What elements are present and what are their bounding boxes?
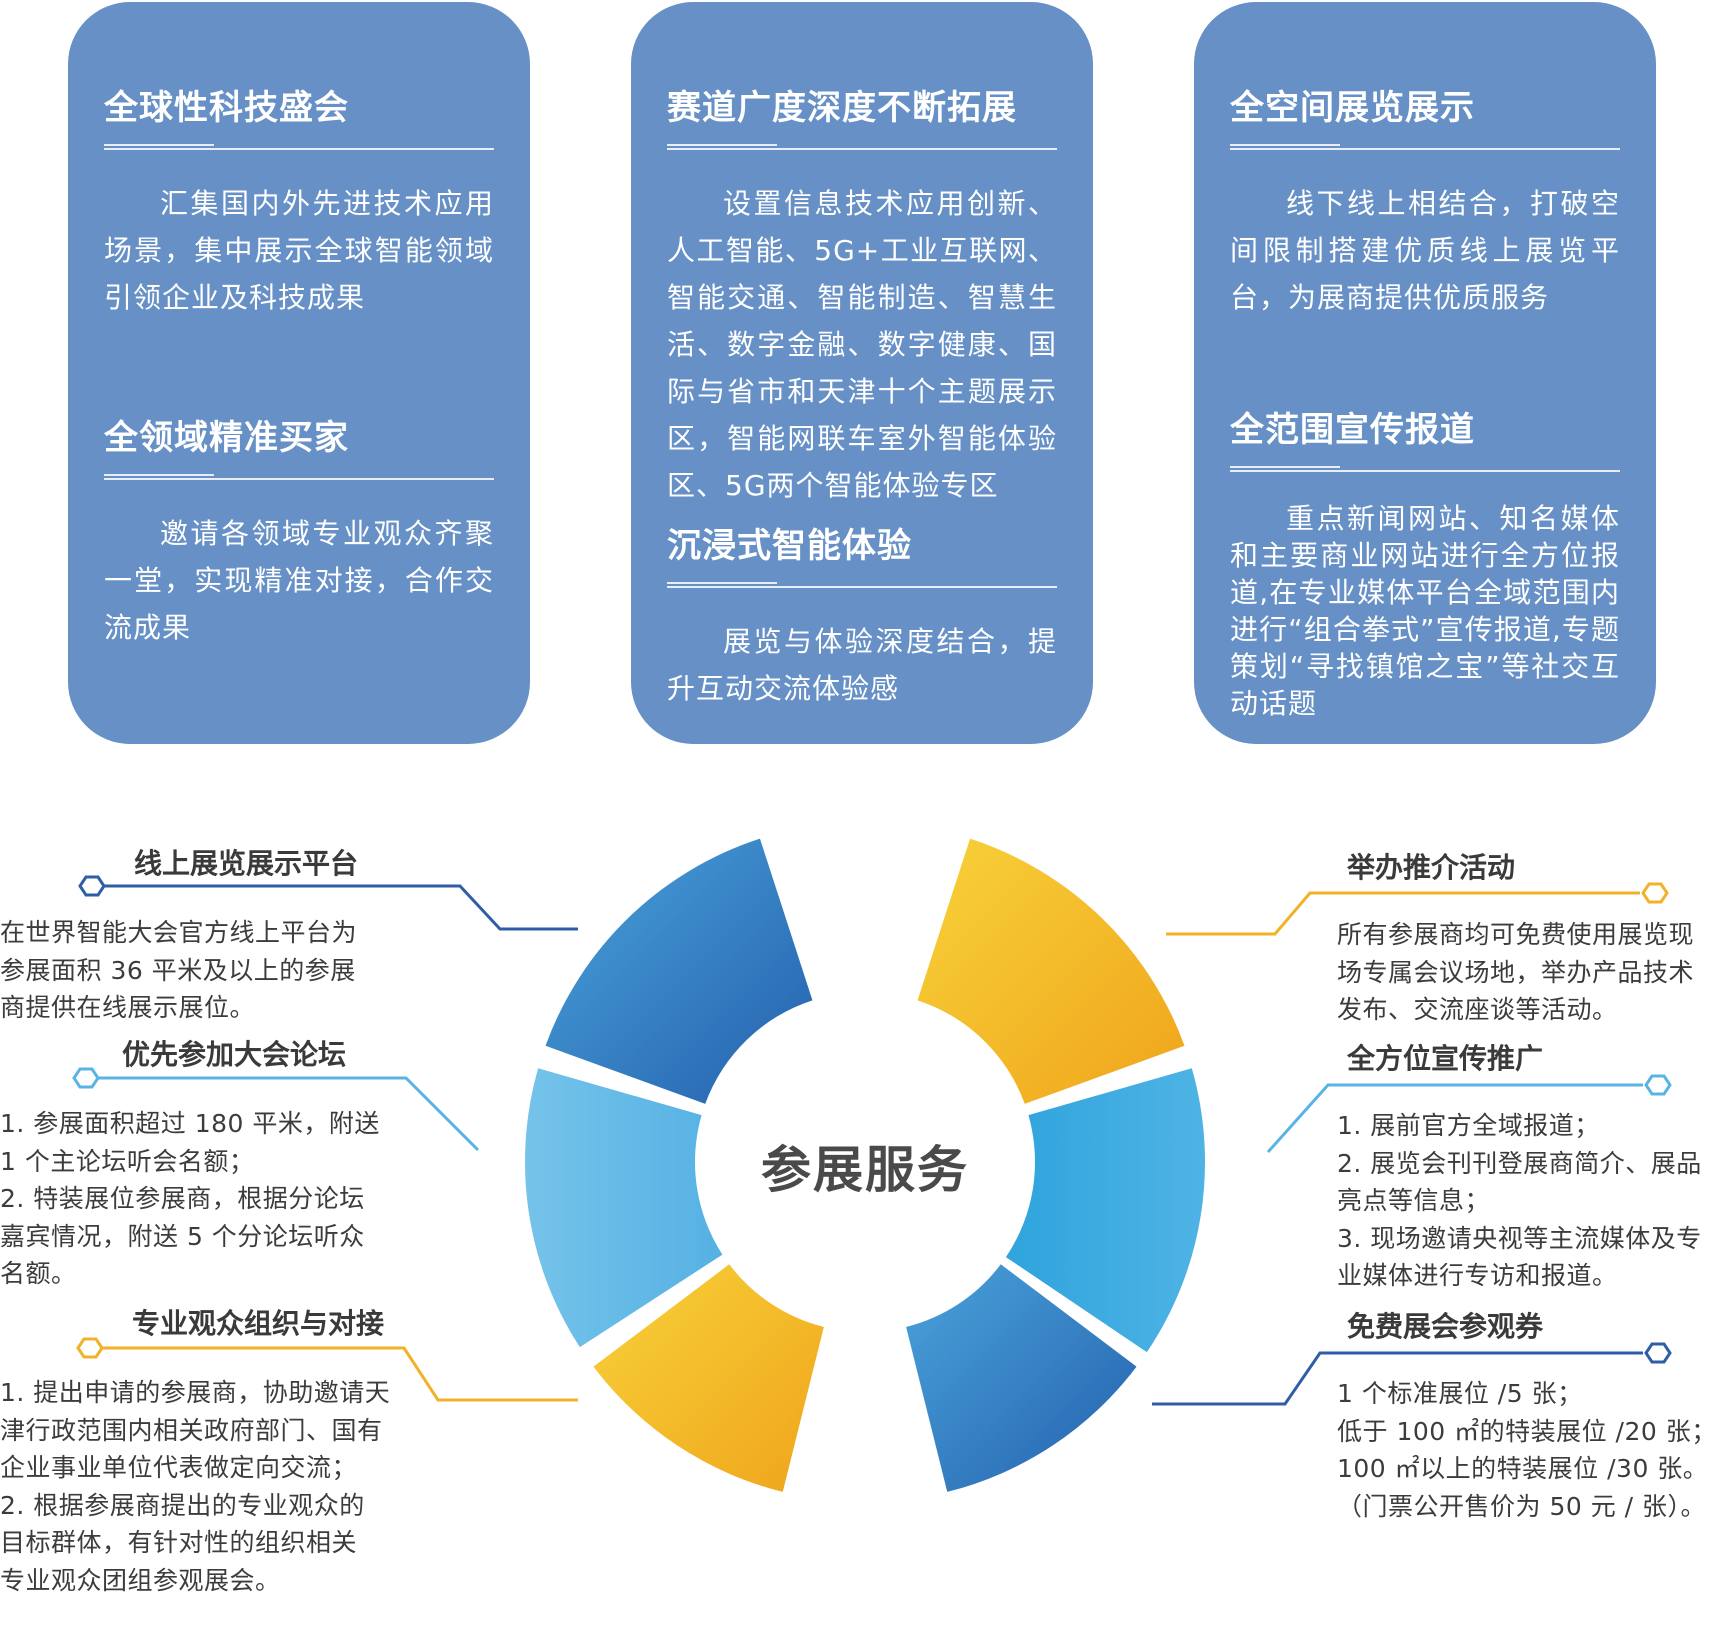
hexagon-marker <box>78 875 106 897</box>
service-item-online-platform: 线上展览展示平台 在世界智能大会官方线上平台为 参展面积 36 平米及以上的参展… <box>0 842 358 1027</box>
connector-line <box>1152 1351 1643 1406</box>
item-title: 全方位宣传推广 <box>1347 1042 1544 1075</box>
center-title: 参展服务 <box>761 1141 969 1199</box>
item-description: 1. 参展面积超过 180 平米，附送 1 个主论坛听会名额； 2. 特装展位参… <box>0 1109 380 1288</box>
hexagon-marker <box>76 1337 104 1359</box>
ring-segment-yellow-right <box>917 838 1185 1104</box>
card-block: 全球性科技盛会 汇集国内外先进技术应用场景，集中展示全球智能领域引领企业及科技成… <box>104 86 494 321</box>
item-description: 1 个标准展位 /5 张； 低于 100 ㎡的特装展位 /20 张； 100 ㎡… <box>1337 1379 1717 1521</box>
connector-line <box>95 884 578 931</box>
hexagon-marker <box>1641 882 1669 904</box>
item-description: 所有参展商均可免费使用展览现 场专属会议场地，举办产品技术 发布、交流座谈等活动… <box>1337 920 1695 1024</box>
item-description: 在世界智能大会官方线上平台为 参展面积 36 平米及以上的参展 商提供在线展示展… <box>0 918 358 1022</box>
item-title: 免费展会参观券 <box>1347 1310 1544 1343</box>
hexagon-marker <box>1644 1074 1672 1096</box>
ring-segment-dark-blue-right <box>906 1264 1137 1492</box>
hexagon-marker <box>72 1067 100 1089</box>
title-divider <box>104 474 494 480</box>
title-divider <box>104 144 494 150</box>
card-text: 设置信息技术应用创新、人工智能、5G+工业互联网、智能交通、智能制造、智慧生活、… <box>667 187 1057 502</box>
item-title: 举办推介活动 <box>1347 851 1516 884</box>
card-block: 全范围宣传报道 重点新闻网站、知名媒体和主要商业网站进行全方位报道,在专业媒体平… <box>1230 408 1620 722</box>
card-block: 沉浸式智能体验 展览与体验深度结合，提升互动交流体验感 <box>667 524 1057 712</box>
title-divider <box>667 582 1057 588</box>
item-title: 优先参加大会论坛 <box>122 1038 347 1071</box>
card-text: 展览与体验深度结合，提升互动交流体验感 <box>667 625 1057 705</box>
card-title: 全空间展览展示 <box>1230 88 1475 128</box>
card-title: 全球性科技盛会 <box>104 88 349 128</box>
connector-line <box>1166 891 1640 936</box>
card-title: 全范围宣传报道 <box>1230 410 1475 450</box>
card-title: 全领域精准买家 <box>104 418 349 458</box>
card-3: 全空间展览展示 线下线上相结合，打破空间限制搭建优质线上展览平台，为展商提供优质… <box>1194 2 1656 744</box>
item-title: 线上展览展示平台 <box>134 847 359 880</box>
service-item-audience: 专业观众组织与对接 1. 提出申请的参展商，协助邀请天 津行政范围内相关政府部门… <box>0 1302 390 1599</box>
title-divider <box>667 144 1057 150</box>
ring-segment-blue-right <box>1005 1068 1206 1353</box>
ring-segment-dark-blue-left <box>545 838 813 1104</box>
card-1: 全球性科技盛会 汇集国内外先进技术应用场景，集中展示全球智能领域引领企业及科技成… <box>68 2 530 744</box>
card-text: 线下线上相结合，打破空间限制搭建优质线上展览平台，为展商提供优质服务 <box>1230 187 1620 314</box>
service-item-promotion-events: 举办推介活动 所有参展商均可免费使用展览现 场专属会议场地，举办产品技术 发布、… <box>1337 846 1694 1029</box>
title-divider <box>1230 144 1620 150</box>
card-block: 全空间展览展示 线下线上相结合，打破空间限制搭建优质线上展览平台，为展商提供优质… <box>1230 86 1620 321</box>
service-item-forum: 优先参加大会论坛 1. 参展面积超过 180 平米，附送 1 个主论坛听会名额；… <box>0 1033 380 1293</box>
card-title: 赛道广度深度不断拓展 <box>667 88 1017 128</box>
item-title: 专业观众组织与对接 <box>132 1307 385 1340</box>
title-divider <box>1230 466 1620 472</box>
connector-line <box>96 1076 480 1152</box>
service-item-publicity: 全方位宣传推广 1. 展前官方全域报道； 2. 展览会刊刊登展商简介、展品 亮点… <box>1337 1037 1702 1295</box>
connector-line <box>94 1346 578 1402</box>
card-text: 汇集国内外先进技术应用场景，集中展示全球智能领域引领企业及科技成果 <box>104 187 494 314</box>
item-description: 1. 展前官方全域报道； 2. 展览会刊刊登展商简介、展品 亮点等信息； 3. … <box>1337 1111 1702 1290</box>
connector-line <box>1266 1083 1643 1154</box>
ring-segment-yellow-left <box>593 1264 824 1492</box>
hexagon-marker <box>1644 1342 1672 1364</box>
card-2: 赛道广度深度不断拓展 设置信息技术应用创新、人工智能、5G+工业互联网、智能交通… <box>631 2 1093 744</box>
card-block: 全领域精准买家 邀请各领域专业观众齐聚一堂，实现精准对接，合作交流成果 <box>104 416 494 651</box>
service-item-tickets: 免费展会参观券 1 个标准展位 /5 张； 低于 100 ㎡的特装展位 /20 … <box>1337 1305 1717 1525</box>
card-block: 赛道广度深度不断拓展 设置信息技术应用创新、人工智能、5G+工业互联网、智能交通… <box>667 86 1057 509</box>
ring-segments <box>525 838 1206 1492</box>
card-text: 重点新闻网站、知名媒体和主要商业网站进行全方位报道,在专业媒体平台全域范围内进行… <box>1230 502 1620 720</box>
ring-segment-light-blue-left <box>525 1068 723 1348</box>
card-text: 邀请各领域专业观众齐聚一堂，实现精准对接，合作交流成果 <box>104 517 494 644</box>
item-description: 1. 提出申请的参展商，协助邀请天 津行政范围内相关政府部门、国有 企业事业单位… <box>0 1378 391 1595</box>
card-title: 沉浸式智能体验 <box>667 526 912 566</box>
